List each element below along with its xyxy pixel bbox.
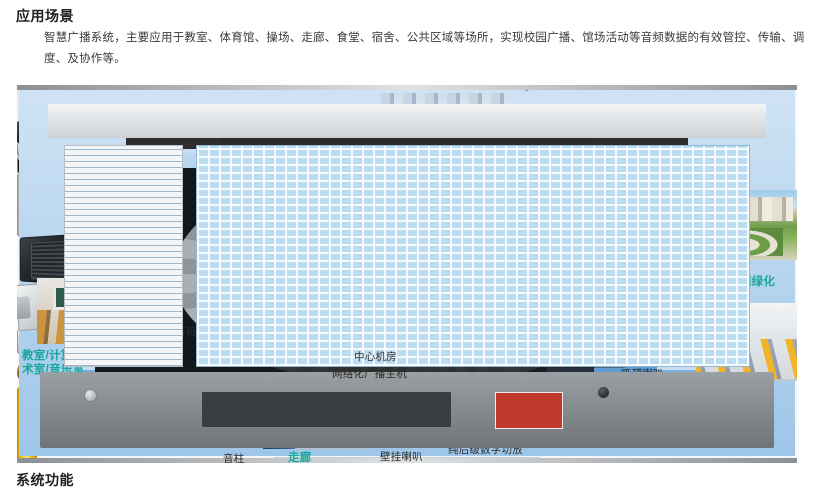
next-section-title: 系统功能 (16, 472, 74, 488)
central-host-caption-line1: 中心机房 (354, 351, 397, 363)
central-host-caption-line2: 网络化广播主机 (332, 368, 407, 380)
sound-column-label: 音柱 (223, 453, 245, 463)
zone-label-corridor: 走廊 (288, 452, 312, 463)
wall-speaker-label: 壁挂喇叭 (380, 451, 423, 463)
page-title: 应用场景 (16, 8, 74, 24)
intro-paragraph: 智慧广播系统，主要应用于教室、体育馆、操场、走廊、食堂、宿舍、公共区域等场所，实… (44, 32, 805, 65)
application-scenario-diagram: 远程控制软件 寻呼站 控制室/教务处/校长室 机架式解码终端 纯后级数字功放 室… (17, 85, 797, 463)
